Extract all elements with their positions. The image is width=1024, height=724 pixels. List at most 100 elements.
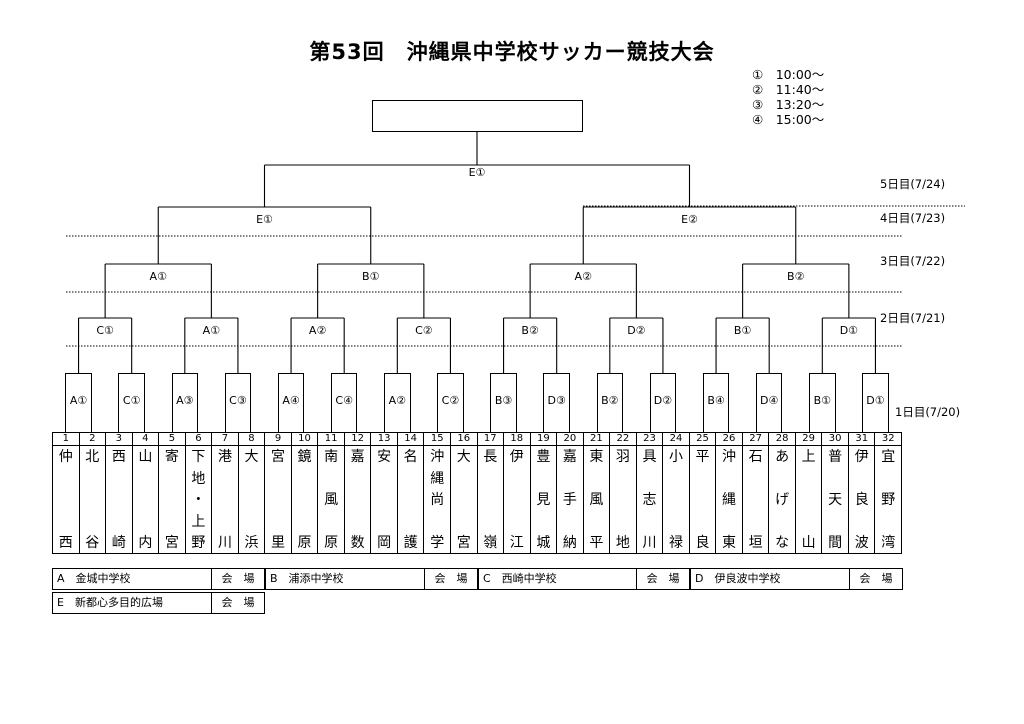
match-code: D④ bbox=[760, 394, 779, 407]
venue-label: 会 場 bbox=[849, 569, 902, 589]
time-slot-2: ② 11:40～ bbox=[752, 82, 825, 97]
school-name-char: 沖 bbox=[430, 449, 445, 465]
round1-match: A④ bbox=[277, 373, 305, 433]
school-name-char: 湾 bbox=[881, 535, 896, 551]
school-number: 23 bbox=[636, 433, 663, 446]
round1-match: D② bbox=[649, 373, 677, 433]
school-name-char: 野 bbox=[881, 492, 896, 508]
school-number: 10 bbox=[291, 433, 318, 446]
venue-name: A 金城中学校 bbox=[57, 572, 131, 585]
school-number: 15 bbox=[424, 433, 450, 446]
school-name-char: 垣 bbox=[748, 535, 763, 551]
school-number: 6 bbox=[185, 433, 212, 446]
school-number: 8 bbox=[238, 433, 265, 446]
school-name-char: 谷 bbox=[85, 535, 100, 551]
venue-e: E 新都心多目的広場 会 場 bbox=[52, 592, 265, 614]
day3-label: 3日目(7/22) bbox=[880, 254, 946, 268]
school-name-char: あ bbox=[775, 449, 790, 465]
school-name-char: 北 bbox=[85, 449, 100, 465]
school-number: 20 bbox=[557, 433, 583, 446]
venue-label: 会 場 bbox=[211, 569, 264, 589]
round1-match: B④ bbox=[702, 373, 730, 433]
school-name-char: 大 bbox=[456, 449, 471, 465]
match-code: A③ bbox=[176, 394, 194, 407]
school-name-char: 嘉 bbox=[562, 449, 577, 465]
round3-match-label: A② bbox=[572, 270, 594, 283]
school-name-char: 学 bbox=[430, 535, 445, 551]
semifinal-label: E② bbox=[679, 213, 700, 226]
school-name-char: 仲 bbox=[58, 449, 73, 465]
school-name: 伊良波 bbox=[849, 446, 875, 553]
champion-box bbox=[372, 100, 583, 132]
venue-label: 会 場 bbox=[211, 593, 264, 613]
school-name-char: げ bbox=[775, 492, 790, 508]
school-name-char: 平 bbox=[589, 535, 604, 551]
school-name: 上山 bbox=[796, 446, 822, 553]
school-name: 安岡 bbox=[371, 446, 397, 553]
match-code: B③ bbox=[494, 394, 513, 407]
school-number: 28 bbox=[769, 433, 795, 446]
school-number: 9 bbox=[265, 433, 291, 446]
day2-label: 2日目(7/21) bbox=[880, 311, 946, 325]
school-name-char: 石 bbox=[748, 449, 763, 465]
school-number: 18 bbox=[504, 433, 530, 446]
school-name-char: 伊 bbox=[509, 449, 524, 465]
school-name-char: ・ bbox=[191, 492, 206, 508]
semifinal-label: E① bbox=[254, 213, 275, 226]
school-number: 17 bbox=[477, 433, 504, 446]
day4-label: 4日目(7/23) bbox=[880, 211, 946, 225]
school-name-char: 風 bbox=[324, 492, 339, 508]
school-number: 25 bbox=[689, 433, 716, 446]
school-name-char: 上 bbox=[801, 449, 816, 465]
school-name: 北谷 bbox=[80, 446, 106, 553]
venue-name: B 浦添中学校 bbox=[270, 572, 344, 585]
match-code: A② bbox=[388, 394, 406, 407]
school-name-char: 具 bbox=[642, 449, 657, 465]
school-name-char: 崎 bbox=[111, 535, 126, 551]
school-number: 4 bbox=[132, 433, 159, 446]
round3-match-label: B② bbox=[785, 270, 807, 283]
school-name-char: 縄 bbox=[430, 470, 445, 487]
school-name-char: 里 bbox=[271, 535, 286, 551]
school-name: 寄宮 bbox=[159, 446, 185, 553]
school-name: 仲西 bbox=[53, 446, 79, 553]
round2-match-label: C① bbox=[94, 324, 116, 337]
school-name-char: 縄 bbox=[722, 492, 737, 508]
school-name: 嘉手納 bbox=[557, 446, 583, 553]
school-name-char: 安 bbox=[377, 449, 392, 465]
school-name-char: 上 bbox=[191, 513, 206, 530]
final-label: E① bbox=[466, 166, 488, 179]
match-code: B④ bbox=[707, 394, 725, 407]
school-name-char: 原 bbox=[324, 535, 339, 551]
school-name-char: 平 bbox=[695, 449, 710, 465]
venue-name: C 西崎中学校 bbox=[483, 572, 557, 585]
round2-match-label: B② bbox=[519, 324, 541, 337]
round1-match: C④ bbox=[330, 373, 358, 433]
round1-match: B② bbox=[596, 373, 624, 433]
school-name-char: 小 bbox=[668, 449, 683, 465]
school-name-char: 宮 bbox=[164, 535, 179, 551]
time-slot-3: ③ 13:20～ bbox=[752, 97, 825, 112]
school-name-char: 納 bbox=[562, 535, 577, 551]
round1-match: A② bbox=[384, 373, 411, 433]
school-name-char: 宮 bbox=[456, 535, 471, 551]
tournament-title: 第53回 沖縄県中学校サッカー競技大会 bbox=[309, 40, 715, 64]
school-name-char: 嶺 bbox=[483, 535, 498, 551]
round3-match-label: B① bbox=[360, 270, 382, 283]
school-number: 22 bbox=[610, 433, 636, 446]
